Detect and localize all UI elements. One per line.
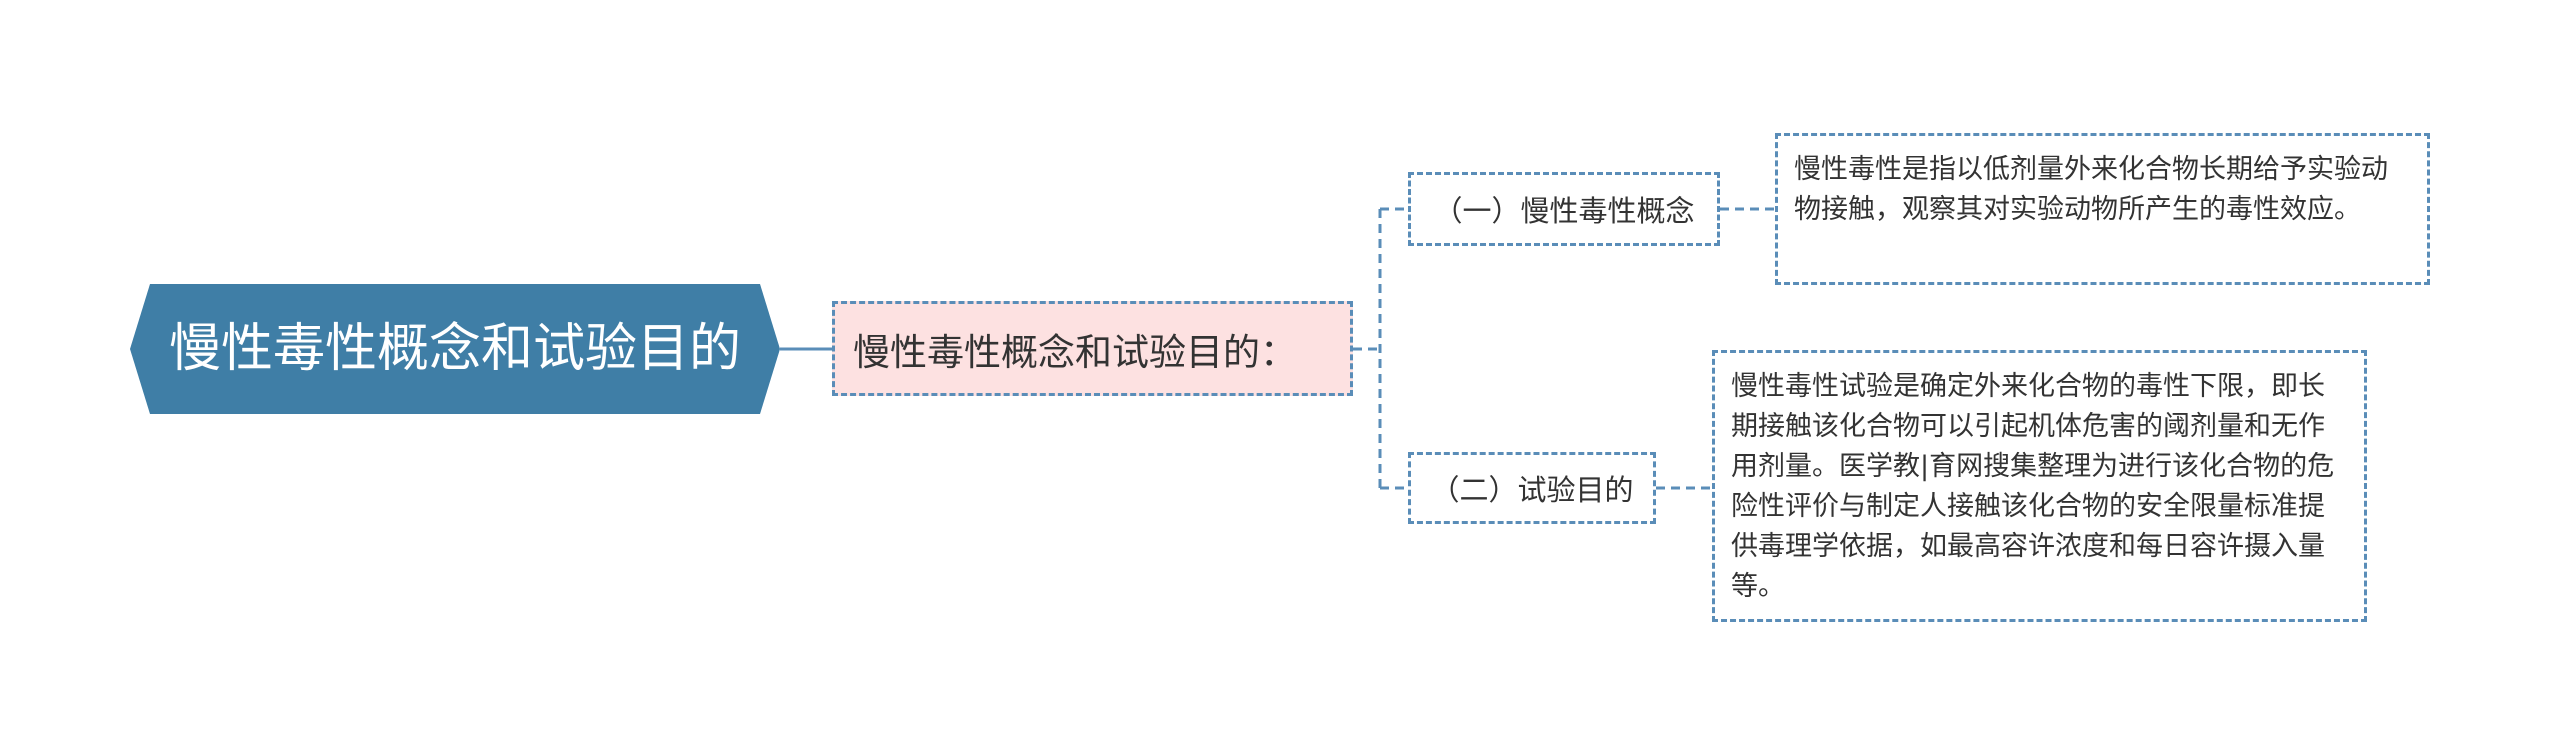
main-branch-node[interactable]: 慢性毒性概念和试验目的： bbox=[832, 301, 1353, 396]
topic-node-concept[interactable]: （一）慢性毒性概念 bbox=[1408, 172, 1720, 246]
root-node[interactable]: 慢性毒性概念和试验目的 bbox=[130, 284, 780, 414]
topic-label-concept: （一）慢性毒性概念 bbox=[1433, 194, 1695, 228]
root-label: 慢性毒性概念和试验目的 bbox=[168, 319, 741, 379]
detail-text-purpose: 慢性毒性试验是确定外来化合物的毒性下限，即长期接触该化合物可以引起机体危害的阈剂… bbox=[1731, 371, 2335, 602]
main-branch-label: 慢性毒性概念和试验目的： bbox=[853, 330, 1297, 374]
detail-node-concept[interactable]: 慢性毒性是指以低剂量外来化合物长期给予实验动物接触，观察其对实验动物所产生的毒性… bbox=[1775, 133, 2430, 285]
detail-text-concept: 慢性毒性是指以低剂量外来化合物长期给予实验动物接触，观察其对实验动物所产生的毒性… bbox=[1794, 154, 2388, 225]
topic-node-purpose[interactable]: （二）试验目的 bbox=[1408, 452, 1656, 524]
detail-node-purpose[interactable]: 慢性毒性试验是确定外来化合物的毒性下限，即长期接触该化合物可以引起机体危害的阈剂… bbox=[1712, 350, 2367, 622]
topic-label-purpose: （二）试验目的 bbox=[1430, 473, 1634, 507]
